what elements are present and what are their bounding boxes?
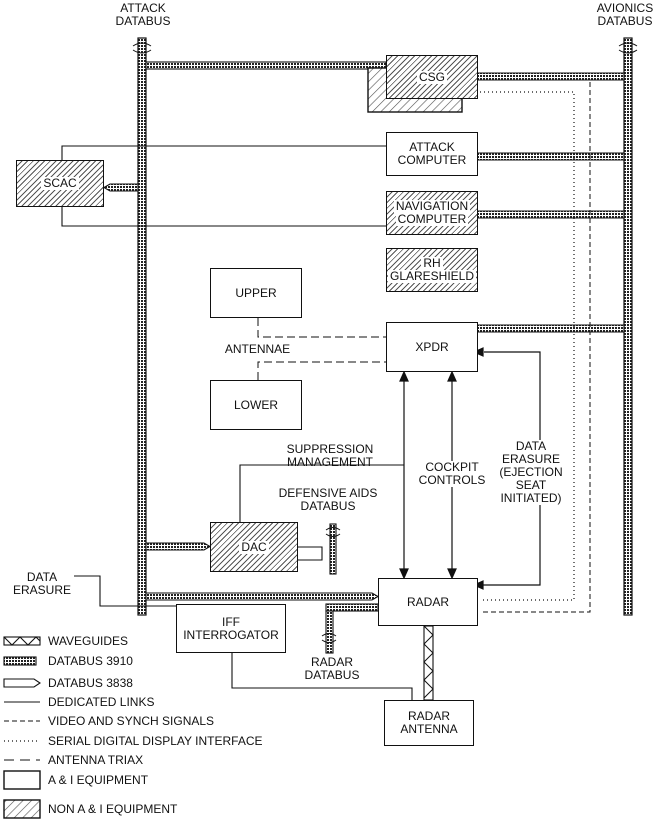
legend-databus-3838: DATABUS 3838 [48, 676, 133, 690]
legend-waveguides: WAVEGUIDES [48, 634, 129, 648]
lower-antenna-box[interactable]: LOWER [210, 380, 302, 430]
legend-antenna-triax: ANTENNA TRIAX [48, 753, 144, 767]
avionics-databus [623, 37, 633, 616]
dedicated-links [61, 145, 413, 700]
antenna-triax [257, 318, 386, 380]
upper-antenna-box[interactable]: UPPER [210, 268, 302, 318]
csg-box[interactable]: CSG [386, 55, 478, 99]
waveguide [423, 625, 434, 701]
legend-a-i-equipment: A & I EQUIPMENT [48, 773, 149, 787]
antennae-label: ANTENNAE [210, 343, 305, 356]
defensive-aids-terminator [325, 527, 341, 537]
legend-databus3838-icon [3, 678, 41, 688]
serial-display-line [480, 91, 575, 601]
databus-3910-stubs [102, 61, 625, 654]
legend-serial-digital: SERIAL DIGITAL DISPLAY INTERFACE [48, 734, 263, 748]
attack-bus-terminator [132, 42, 152, 54]
legend-dedicated-links: DEDICATED LINKS [48, 695, 155, 709]
legend-icons [3, 636, 41, 819]
scac-box[interactable]: SCAC [16, 160, 104, 207]
data-erasure-ejection-label: DATA ERASURE (EJECTION SEAT INITIATED) [490, 440, 572, 505]
radar-databus-terminator [321, 633, 337, 643]
legend-box-icon [3, 770, 41, 790]
xpdr-box[interactable]: XPDR [386, 322, 478, 372]
legend-video-synch: VIDEO AND SYNCH SIGNALS [48, 714, 215, 728]
legend-databus3910-icon [3, 656, 37, 666]
legend-hatchbox-icon [3, 799, 41, 819]
legend-non-a-i-equipment: NON A & I EQUIPMENT [48, 802, 178, 816]
avionics-bus-terminator [618, 42, 638, 54]
video-synch-line [480, 79, 591, 613]
legend-databus-3910: DATABUS 3910 [48, 654, 133, 668]
radar-box[interactable]: RADAR [378, 578, 478, 626]
dac-box[interactable]: DAC [210, 522, 298, 572]
attack-databus [137, 37, 147, 616]
